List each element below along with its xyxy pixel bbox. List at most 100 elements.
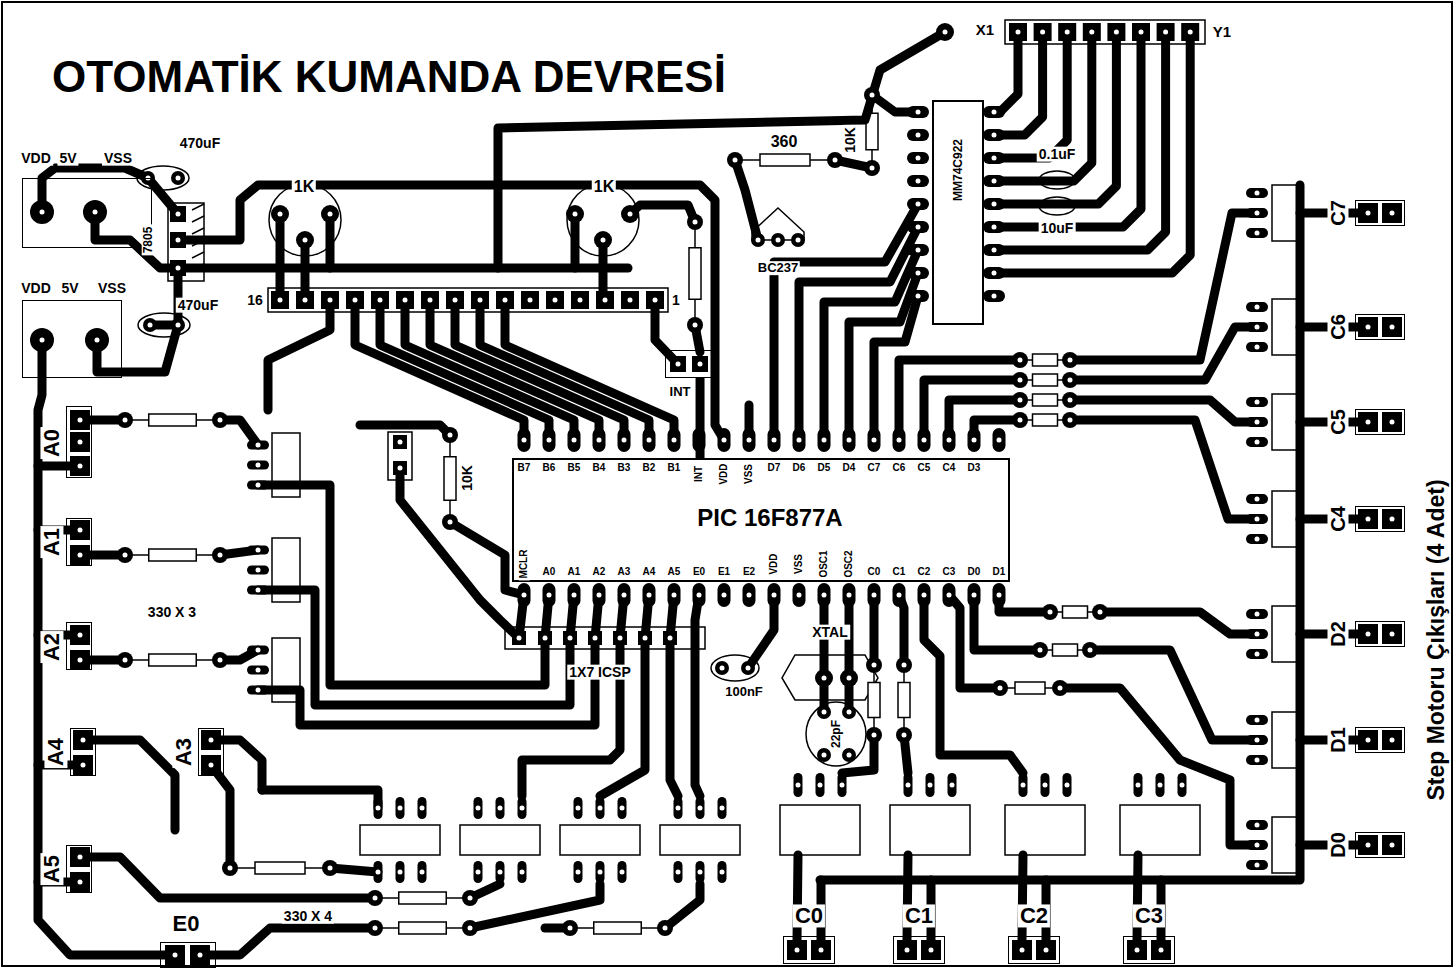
square-pad — [1382, 509, 1402, 529]
copper-trace-connector — [696, 378, 705, 458]
drill-hole — [1018, 398, 1023, 403]
oval-pad — [1019, 773, 1028, 797]
drill-hole — [448, 433, 453, 438]
copper-trace — [994, 32, 1067, 158]
terminal-connector: D0 — [1355, 832, 1405, 858]
drill-hole — [1255, 652, 1260, 657]
drill-hole — [40, 338, 45, 343]
oval-pad — [1246, 514, 1268, 524]
drill-hole — [622, 593, 627, 598]
round-pad — [1082, 642, 1098, 658]
round-pad — [30, 328, 54, 352]
drill-hole — [1088, 648, 1093, 653]
drill-hole — [1018, 378, 1023, 383]
round-pad — [1062, 352, 1078, 368]
oval-pad — [574, 861, 583, 883]
square-pad — [70, 872, 90, 892]
drill-hole — [1366, 420, 1371, 425]
drill-hole — [1255, 537, 1260, 542]
round-pad — [296, 231, 314, 249]
drill-hole — [906, 783, 911, 788]
square-pad — [396, 291, 414, 309]
oval-pad — [843, 583, 856, 607]
round-pad — [657, 920, 673, 936]
copper-trace — [630, 205, 695, 222]
node-text: MM74C922 — [952, 137, 965, 203]
drill-hole — [733, 158, 738, 163]
drill-hole — [676, 870, 681, 875]
oval-pad — [983, 267, 1005, 279]
copper-trace — [200, 928, 375, 955]
header-outline — [268, 288, 668, 312]
node-text: B2 — [641, 463, 658, 474]
resistor-symbol — [149, 549, 197, 561]
drill-hole — [1255, 758, 1260, 763]
drill-hole — [1366, 738, 1371, 743]
drill-hole — [78, 464, 83, 469]
oval-pad — [418, 797, 427, 819]
square-pad — [692, 356, 708, 372]
drill-hole — [1255, 400, 1260, 405]
transistor-outline — [890, 805, 970, 855]
oval-pad — [396, 861, 405, 883]
drill-hole — [916, 179, 921, 184]
board-label: 1 — [670, 293, 682, 308]
round-pad — [687, 214, 703, 230]
drill-hole — [1255, 612, 1260, 617]
copper-trace — [695, 595, 700, 796]
oval-pad — [918, 583, 931, 607]
node-text: VSS — [102, 151, 134, 166]
square-pad — [521, 291, 539, 309]
square-pad — [170, 232, 186, 248]
node-text: A2 — [40, 631, 63, 663]
drill-hole — [373, 926, 378, 931]
square-pad — [271, 291, 289, 309]
oval-pad — [983, 129, 1005, 141]
node-text: A1 — [566, 567, 583, 578]
node-text: B5 — [566, 463, 583, 474]
drill-hole — [647, 438, 652, 443]
drill-hole — [517, 636, 522, 641]
drill-hole — [1255, 325, 1260, 330]
drill-hole — [1255, 718, 1260, 723]
oval-pad — [247, 481, 269, 490]
drill-hole — [278, 298, 283, 303]
terminal-connector: C3 — [1123, 936, 1175, 964]
oval-pad — [618, 861, 627, 883]
terminal-connector: C1 — [893, 936, 945, 964]
drill-hole — [698, 870, 703, 875]
power-connector: VDD5VVSS — [22, 300, 122, 378]
board-label: 470uF — [176, 298, 220, 313]
round-pad — [842, 748, 856, 762]
node-text: C2 — [1018, 904, 1050, 927]
oval-pad — [247, 666, 269, 675]
terminal-connector: C5 — [1355, 409, 1405, 435]
oval-pad — [518, 428, 531, 452]
oval-pad — [618, 583, 631, 607]
transistor-outline — [560, 825, 640, 855]
drill-hole — [468, 926, 473, 931]
drill-hole — [1136, 783, 1141, 788]
drill-hole — [40, 210, 45, 215]
resistor-symbol — [1063, 606, 1088, 618]
header-outline — [1005, 20, 1205, 44]
board-label: 360 — [769, 134, 800, 151]
oval-pad — [907, 175, 929, 187]
drill-hole — [628, 212, 633, 217]
square-pad — [921, 940, 941, 960]
square-pad — [70, 520, 90, 540]
square-pad — [1012, 940, 1032, 960]
drill-hole — [905, 948, 910, 953]
node-text: C5 — [916, 463, 933, 474]
drill-hole — [618, 636, 623, 641]
copper-trace — [924, 595, 1023, 773]
drill-hole — [598, 806, 603, 811]
copper-trace — [1070, 420, 1257, 519]
drill-hole — [1390, 517, 1395, 522]
drill-hole — [653, 298, 658, 303]
square-pad — [70, 650, 90, 670]
copper-trace — [258, 638, 595, 725]
copper-trace — [268, 300, 330, 410]
heatsink-hatch — [192, 216, 204, 222]
round-pad — [321, 205, 339, 223]
